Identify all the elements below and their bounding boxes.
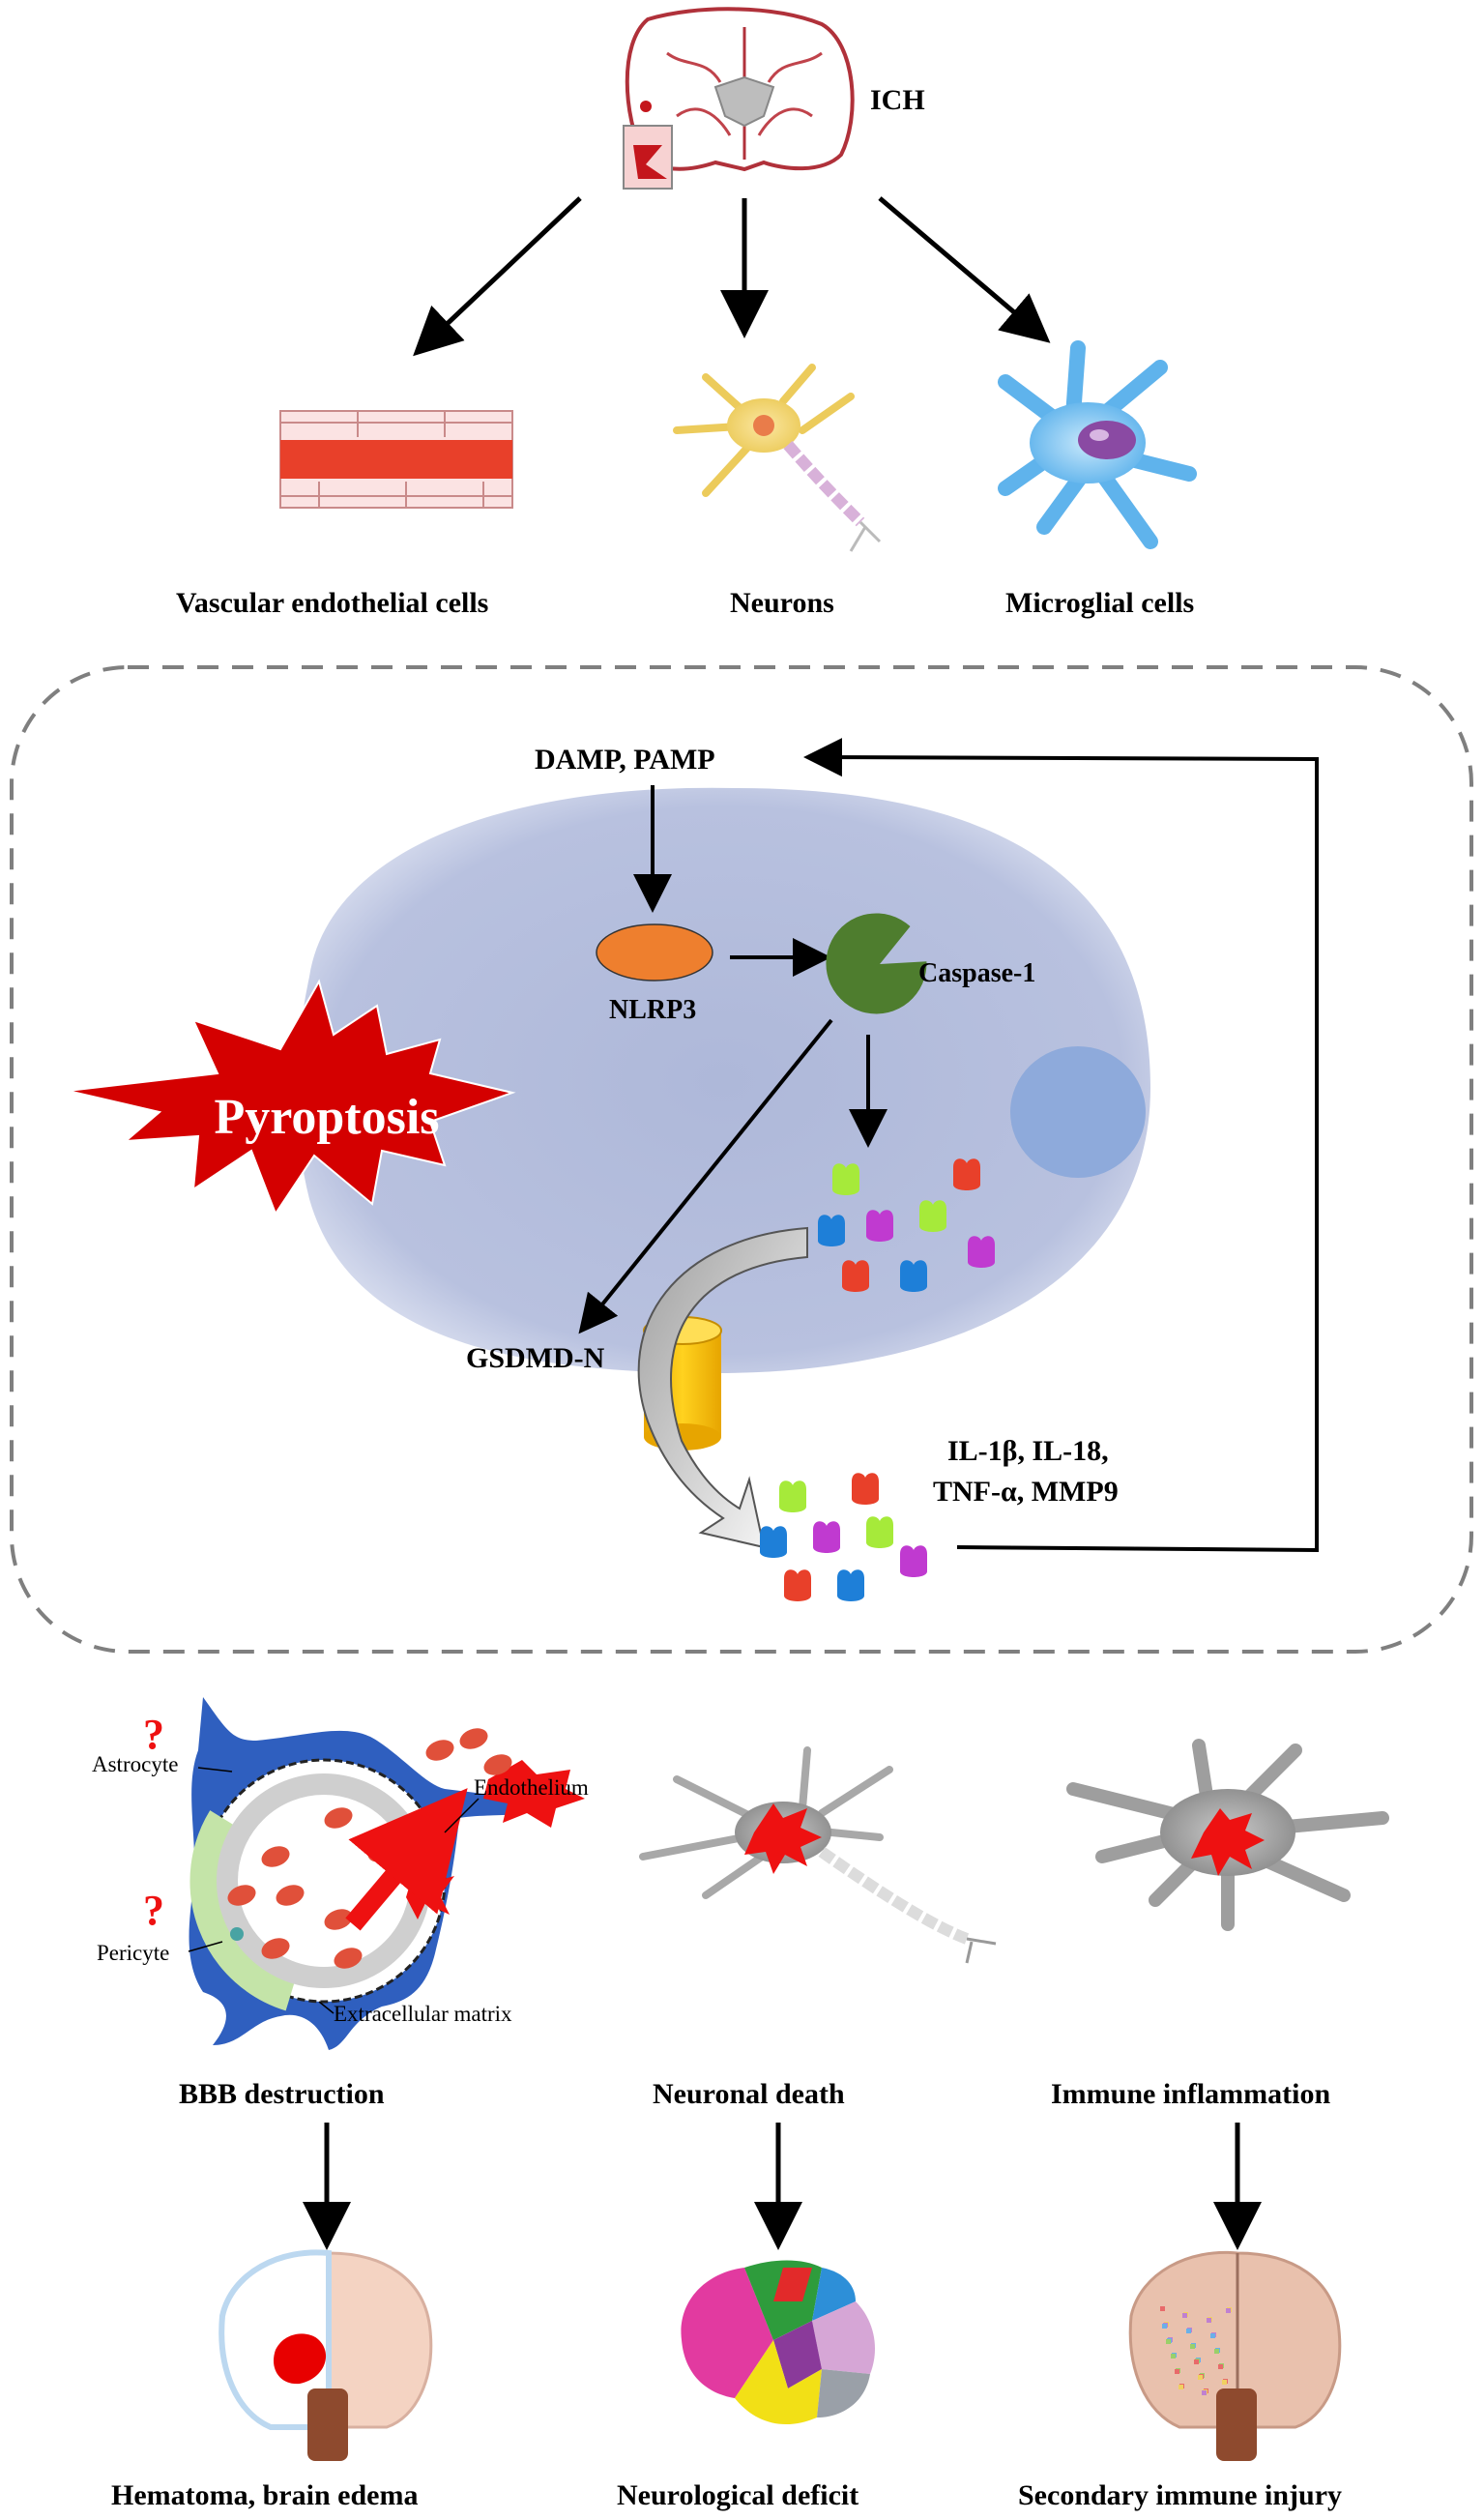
arrow-ich-to-endothelial (413, 196, 582, 357)
endothelial-label: Vascular endothelial cells (176, 587, 488, 619)
inflammation-dot (1171, 2354, 1176, 2359)
inflammation-dot (1218, 2364, 1223, 2369)
red-blood-cell (261, 1938, 290, 1959)
release-arrow (637, 1226, 808, 1549)
microglia-label: Microglial cells (1005, 587, 1194, 619)
red-blood-cell (425, 1740, 454, 1761)
cytokine-inside (953, 1158, 980, 1190)
inflammation-dot (1178, 2385, 1183, 2389)
red-blood-cell (483, 1754, 512, 1775)
ecm-label: Extracellular matrix (334, 2002, 512, 2026)
arrow-caspase-to-gsdmd (578, 1018, 833, 1334)
pericyte-label: Pericyte (97, 1941, 169, 1965)
nlrp3-shape (596, 923, 713, 982)
cytokine-inside (842, 1260, 869, 1292)
neuro-deficit-brain-image (681, 2260, 875, 2425)
inflammation-dot (1162, 2324, 1167, 2329)
cytokines-inside (818, 1158, 995, 1292)
cytokine-outside (784, 1569, 811, 1601)
dead-microglia-image (1066, 1739, 1389, 1931)
neuron-image (673, 364, 882, 552)
bbb-escape-arrow (345, 1788, 468, 1931)
cytokine-outside (779, 1480, 806, 1512)
secondary-injury-label: Secondary immune injury (1018, 2479, 1342, 2511)
inflammation-dot (1190, 2344, 1195, 2349)
cytokine-inside (866, 1210, 893, 1242)
inflammation-dot (1198, 2375, 1203, 2380)
cytokine-inside (968, 1236, 995, 1268)
astrocyte-label: Astrocyte (92, 1752, 178, 1776)
cytokine-inside (832, 1163, 859, 1195)
neuro-deficit-label: Neurological deficit (617, 2479, 858, 2511)
cytokines-label-line1: IL-1β, IL-18, (947, 1435, 1109, 1467)
pyroptosis-burst (67, 979, 516, 1216)
nlrp3-label: NLRP3 (609, 995, 696, 1025)
red-blood-cell (276, 1885, 305, 1906)
pericyte-question: ? (143, 1887, 164, 1934)
gsdmd-label: GSDMD-N (466, 1342, 605, 1374)
pyroptosis-label: Pyroptosis (214, 1090, 439, 1145)
microglia-image (998, 340, 1197, 549)
nucleus (1010, 1046, 1146, 1178)
cytokine-inside (919, 1200, 946, 1232)
feedback-arrow (803, 738, 1319, 1553)
caspase1-shape (826, 913, 927, 1014)
cytokine-outside (866, 1516, 893, 1548)
ecm-pointer (318, 2001, 335, 2014)
cytokine-outside (813, 1521, 840, 1553)
inflammation-dot (1210, 2333, 1215, 2338)
cytokine-outside (900, 1545, 927, 1577)
inflammation-dot (1182, 2313, 1187, 2318)
pyroptosis-pathway-box (10, 665, 1473, 1654)
secondary-injury-brain-image (1128, 2250, 1342, 2461)
ich-label: ICH (870, 84, 925, 116)
dead-neuron-image (639, 1746, 997, 1964)
damp-pamp-label: DAMP, PAMP (535, 744, 715, 776)
red-blood-cell (334, 1948, 363, 1969)
inflammation-dot (1207, 2318, 1211, 2323)
endothelial-vessel-image (279, 410, 513, 509)
inflammation-dot (1214, 2349, 1219, 2354)
inflammation-dot (1226, 2308, 1231, 2313)
cytokines-label-line2: TNF-α, MMP9 (933, 1476, 1119, 1508)
cytokine-outside (837, 1569, 864, 1601)
endothelium-label: Endothelium (474, 1775, 589, 1800)
ich-brain-image (623, 7, 855, 190)
astrocyte-question: ? (143, 1711, 164, 1758)
hematoma-label: Hematoma, brain edema (111, 2479, 418, 2511)
cytokine-inside (818, 1215, 845, 1246)
red-blood-cell (459, 1728, 488, 1749)
bbb-red-cells (227, 1728, 512, 1969)
bbb-destruction-label: BBB destruction (179, 2078, 385, 2110)
hematoma-brain-image (218, 2249, 433, 2461)
caspase1-label: Caspase-1 (918, 958, 1035, 988)
cytokines-outside (760, 1473, 927, 1601)
red-blood-cell (324, 1807, 353, 1829)
inflammation-dot (1175, 2369, 1179, 2374)
cytokine-outside (852, 1473, 879, 1505)
red-blood-cell (261, 1846, 290, 1867)
arrow-ich-to-microglia (878, 196, 1051, 343)
neuronal-death-label: Neuronal death (653, 2078, 845, 2110)
inflammation-dot (1222, 2380, 1227, 2385)
immune-inflammation-label: Immune inflammation (1051, 2078, 1330, 2110)
inflammation-dot (1160, 2306, 1165, 2311)
inflammation-dot (1166, 2339, 1171, 2344)
inflammation-dot (1202, 2390, 1207, 2395)
inflammation-dots (1160, 2306, 1232, 2395)
cytokine-outside (760, 1526, 787, 1558)
endothelium-pointer (444, 1798, 480, 1833)
red-blood-cell (324, 1909, 353, 1930)
inflammation-dot (1194, 2359, 1199, 2364)
neurons-label: Neurons (730, 587, 834, 619)
red-blood-cell (227, 1885, 256, 1906)
cytokine-inside (900, 1260, 927, 1292)
pericyte-pointer (188, 1941, 223, 1952)
astrocyte-pointer (197, 1767, 233, 1773)
inflammation-dot (1186, 2329, 1191, 2333)
